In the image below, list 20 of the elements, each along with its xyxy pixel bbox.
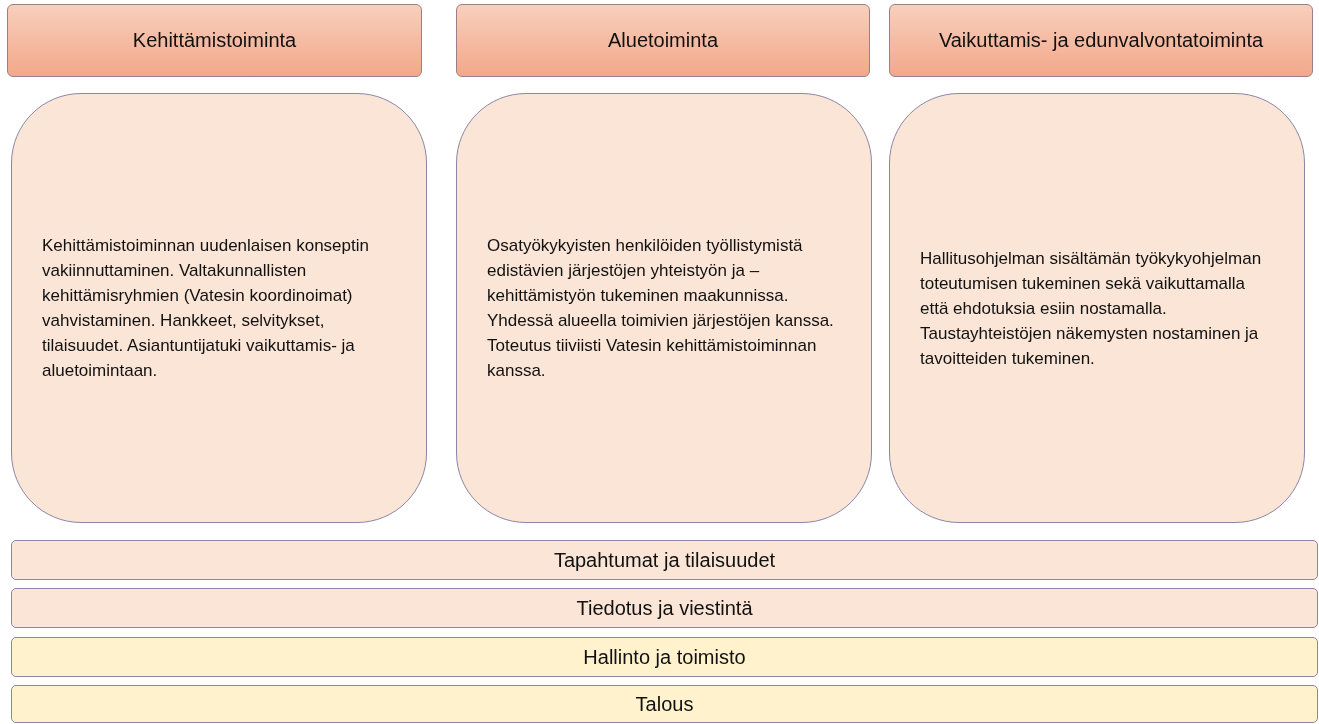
header-text: Vaikuttamis- ja edunvalvontatoiminta xyxy=(938,29,1264,52)
description-card xyxy=(11,93,427,523)
column-header xyxy=(456,4,870,77)
category-band xyxy=(11,540,1318,580)
category-band xyxy=(11,588,1318,628)
description-card xyxy=(456,93,872,523)
description-text: Osatyökykyisten henkilöiden työllistymistä edistävien järjestöjen yhteistyön ja –kehittämistyön tukeminen maakunnissa. Yhdessä alueella toimivien järjestöjen kanssa. Toteutus tiiviisti Vatesin kehittämistoiminnan kanssa. xyxy=(487,235,835,382)
band-text: Tiedotus ja viestintä xyxy=(576,596,753,620)
column-header xyxy=(889,4,1313,77)
header-text: Kehittämistoiminta xyxy=(132,29,297,52)
column-header xyxy=(7,4,422,77)
band-text: Hallinto ja toimisto xyxy=(583,645,746,669)
description-card xyxy=(889,93,1305,523)
description-text: Kehittämistoiminnan uudenlaisen konseptin vakiinnuttaminen. Valtakunnallisten kehittämisryhmien (Vatesin koordinoimat) vahvistaminen. Hankkeet, selvitykset, tilaisuudet. Asiantuntijatuki vaikuttamis- ja aluetoimintaan. xyxy=(42,235,370,382)
band-text: Tapahtumat ja tilaisuudet xyxy=(553,548,776,572)
category-band xyxy=(11,637,1318,677)
band-text: Talous xyxy=(635,692,694,716)
category-band xyxy=(11,685,1318,723)
header-text: Aluetoiminta xyxy=(607,29,719,52)
description-text: Hallitusohjelman sisältämän työkykyohjelman toteutumisen tukeminen sekä vaikuttamalla että ehdotuksia esiin nostamalla. Taustayhteistöjen näkemysten nostaminen ja tavoitteiden tukeminen. xyxy=(920,247,1263,370)
